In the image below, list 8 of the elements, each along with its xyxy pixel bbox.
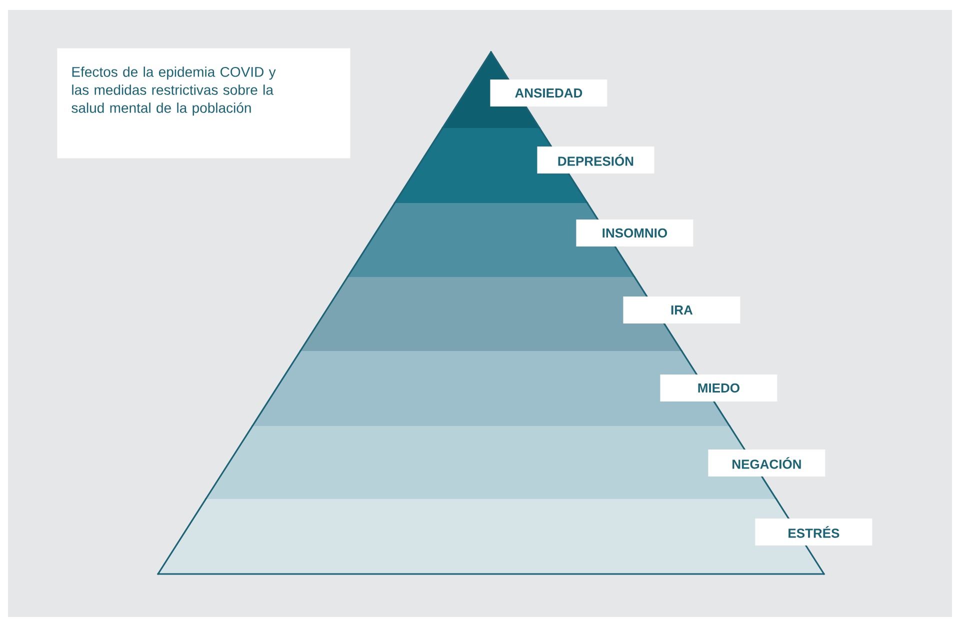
- pyramid-level: INSOMNIO: [346, 202, 694, 278]
- pyramid-level: ESTRÉS: [157, 498, 872, 575]
- pyramid-level: ANSIEDAD: [442, 51, 608, 129]
- pyramid-level: DEPRESIÓN: [394, 127, 654, 204]
- pyramid-level: IRA: [300, 276, 740, 352]
- pyramid-level: NEGACIÓN: [205, 425, 826, 500]
- title-box: Efectos de la epidemia COVID y las medidas restrictivas sobre la salud mental de la población: [57, 48, 350, 158]
- pyramid-level: MIEDO: [252, 350, 778, 427]
